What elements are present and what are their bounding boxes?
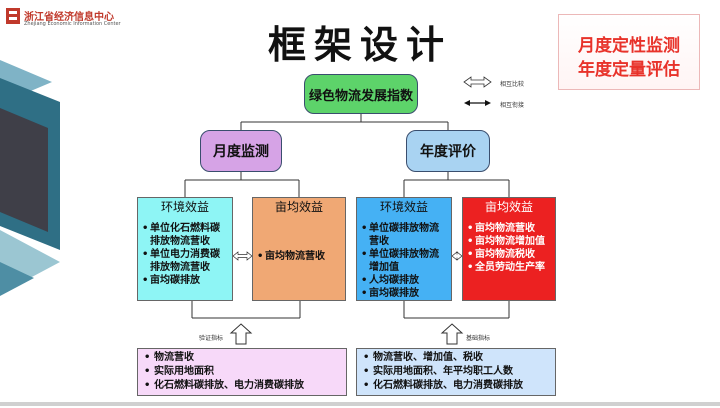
- panel-title: 亩均效益: [274, 200, 323, 214]
- corner-note: 月度定性监测 年度定量评估: [558, 14, 700, 90]
- legend-compare-label: 相互比较: [500, 81, 525, 88]
- bottom-box-right: 物流营收、增加值、税收 实际用地面积、年平均职工人数 化石燃料碳排放、电力消费碳…: [356, 348, 556, 396]
- panel-year-environment: 环境效益 单位碳排放物流营收 单位碳排放物流增加值 人均碳排放 亩均碳排放: [356, 197, 452, 301]
- bottom-item: 物流营收: [144, 351, 346, 365]
- corner-line-2: 年度定量评估: [578, 60, 680, 80]
- compare-arrow-left: [232, 251, 253, 261]
- bottom-box-left: 物流营收 实际用地面积 化石燃料碳排放、电力消费碳排放: [137, 348, 347, 396]
- right-arrow-label: 基础指标: [466, 335, 491, 342]
- corner-line-1: 月度定性监测: [578, 36, 680, 56]
- panel-item: 亩均物流增加值: [467, 235, 552, 248]
- root-node: 绿色物流发展指数: [304, 74, 418, 114]
- logo-text: 浙江省经济信息中心: [24, 12, 114, 23]
- panel-item: 亩均物流营收: [467, 222, 552, 235]
- panel-item: 亩均物流税收: [467, 248, 552, 261]
- year-node: 年度评价: [406, 130, 490, 172]
- logo-subtext: Zhejiang Economic Information Center: [24, 21, 121, 27]
- deco-triangle-small: [0, 262, 34, 296]
- bottom-item: 化石燃料碳排放、电力消费碳排放: [363, 379, 555, 393]
- panel-item: 单位电力消费碳排放物流营收: [142, 248, 229, 274]
- logo-mark-icon: [6, 8, 20, 24]
- tree-connectors: [184, 114, 510, 319]
- bottom-item: 实际用地面积: [144, 365, 346, 379]
- panel-month-environment: 环境效益 单位化石燃料碳排放物流营收 单位电力消费碳排放物流营收 亩均碳排放: [137, 197, 233, 301]
- panel-month-per-mu: 亩均效益 亩均物流营收: [252, 197, 346, 301]
- panel-items: 亩均物流营收 亩均物流增加值 亩均物流税收 全员劳动生产率: [467, 222, 552, 274]
- legend-connect-label: 相互衔接: [500, 102, 525, 109]
- panel-items: 亩均物流营收: [257, 250, 342, 263]
- month-node: 月度监测: [200, 130, 282, 172]
- panel-title: 亩均效益: [484, 200, 533, 214]
- panel-title: 环境效益: [160, 200, 209, 214]
- logo: 浙江省经济信息中心 Zhejiang Economic Information …: [6, 6, 126, 32]
- panel-item: 亩均碳排放: [361, 287, 448, 300]
- bottom-item: 实际用地面积、年平均职工人数: [363, 365, 555, 379]
- legend-connect-icon: [464, 100, 491, 106]
- panel-items: 单位化石燃料碳排放物流营收 单位电力消费碳排放物流营收 亩均碳排放: [142, 222, 229, 287]
- panel-items: 单位碳排放物流营收 单位碳排放物流增加值 人均碳排放 亩均碳排放: [361, 222, 448, 300]
- compare-arrow-right: [451, 251, 463, 261]
- up-arrow-right-icon: [440, 323, 464, 345]
- panel-title: 环境效益: [379, 200, 428, 214]
- panel-item: 人均碳排放: [361, 274, 448, 287]
- panel-item: 亩均物流营收: [257, 250, 342, 263]
- panel-item: 单位碳排放物流营收: [361, 222, 448, 248]
- panel-item: 单位碳排放物流增加值: [361, 248, 448, 274]
- page-title: 框架设计: [267, 23, 452, 67]
- legend-compare-icon: [463, 76, 492, 88]
- panel-year-per-mu: 亩均效益 亩均物流营收 亩均物流增加值 亩均物流税收 全员劳动生产率: [462, 197, 556, 301]
- up-arrow-left-icon: [229, 323, 253, 345]
- panel-item: 亩均碳排放: [142, 274, 229, 287]
- bottom-item: 物流营收、增加值、税收: [363, 351, 555, 365]
- panel-item: 单位化石燃料碳排放物流营收: [142, 222, 229, 248]
- panel-item: 全员劳动生产率: [467, 261, 552, 274]
- deco-band-charcoal: [0, 108, 48, 232]
- left-arrow-label: 验证指标: [199, 335, 224, 342]
- bottom-item: 化石燃料碳排放、电力消费碳排放: [144, 379, 346, 393]
